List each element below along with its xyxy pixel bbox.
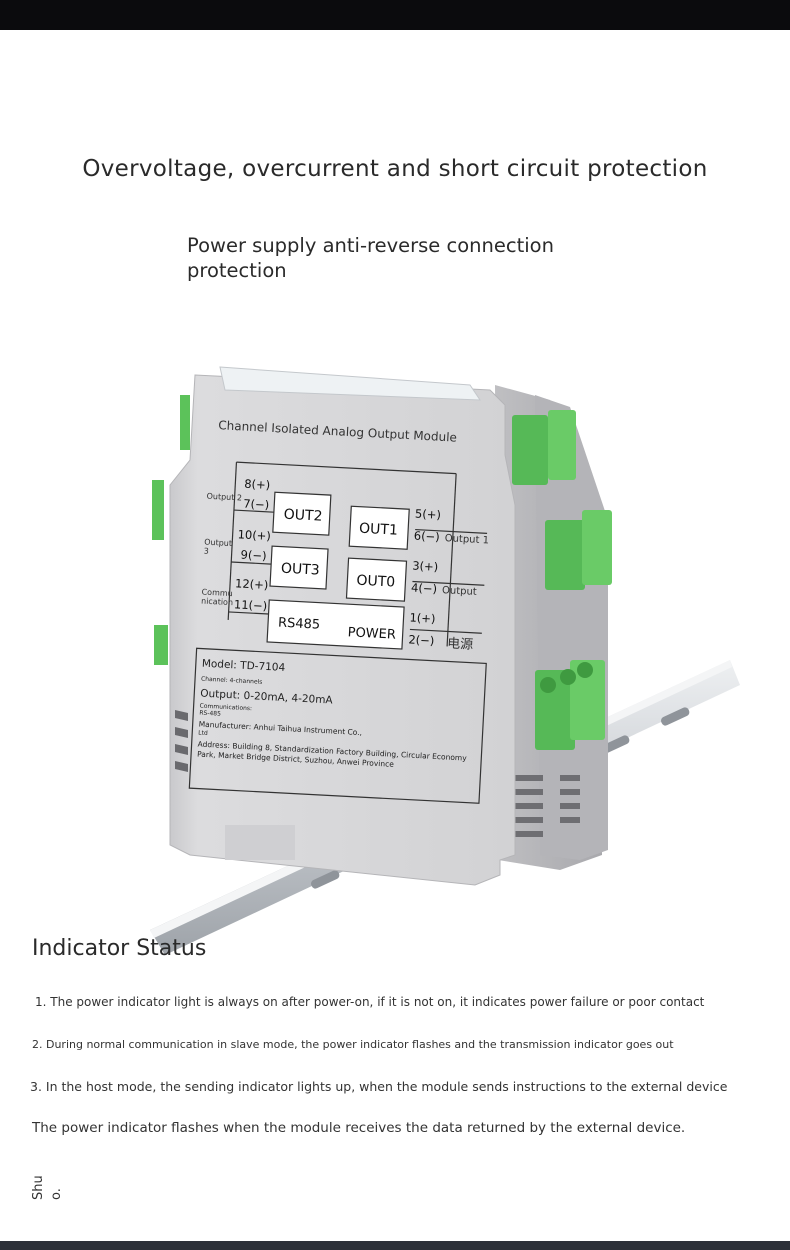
- power-cn-label: 电源: [447, 636, 474, 652]
- rs485-power-block: [266, 599, 405, 650]
- output0-side-label: Output: [442, 585, 477, 598]
- terminal-12: 12(+): [235, 576, 269, 592]
- comm-label-text: Communications:: [199, 703, 252, 713]
- power-label: POWER: [347, 625, 396, 643]
- out0-block: [345, 557, 408, 602]
- comm-side-label-a: Commu: [201, 588, 233, 599]
- out1-label: OUT1: [359, 521, 399, 539]
- comm-side-label-b: nication: [201, 596, 233, 607]
- output1-side-label: Output 1: [444, 533, 489, 546]
- indicator-note-2: 2. During normal communication in slave …: [32, 1038, 674, 1051]
- out3-label: OUT3: [281, 561, 321, 579]
- bottom-bar: [0, 1241, 790, 1250]
- output3-side-label-b: 3: [204, 547, 210, 556]
- headline: Overvoltage, overcurrent and short circu…: [82, 156, 708, 182]
- vertical-text-line-1: Shu: [31, 1175, 46, 1200]
- product-image: Channel Isolated Analog Output Module OU…: [150, 366, 740, 955]
- info-plate: [188, 647, 487, 804]
- vertical-text-line-2: o.: [49, 1188, 64, 1200]
- terminal-4: 4(−): [411, 580, 438, 595]
- indicator-note-1: 1. The power indicator light is always o…: [35, 995, 705, 1009]
- indicator-note-4: The power indicator flashes when the mod…: [32, 1120, 686, 1136]
- indicator-note-3: 3. In the host mode, the sending indicat…: [30, 1079, 728, 1094]
- model-text: Model: TD-7104: [202, 658, 286, 674]
- terminal-9: 9(−): [240, 547, 267, 562]
- terminal-1: 1(+): [409, 610, 436, 625]
- subline: Power supply anti-reverse connection pro…: [187, 234, 554, 282]
- out2-label: OUT2: [283, 507, 323, 525]
- terminal-10: 10(+): [237, 527, 271, 543]
- rs485-label: RS485: [278, 616, 321, 633]
- terminal-8: 8(+): [244, 477, 271, 492]
- terminal-3: 3(+): [412, 558, 439, 573]
- out2-block: [272, 491, 332, 536]
- terminal-6: 6(−): [413, 529, 440, 544]
- terminal-7: 7(−): [243, 497, 270, 512]
- indicator-status-title: Indicator Status: [32, 936, 207, 961]
- out3-block: [269, 545, 329, 590]
- terminal-blocks: [152, 395, 612, 750]
- out0-label: OUT0: [356, 573, 396, 591]
- terminal-2: 2(−): [408, 632, 435, 647]
- top-bar: [0, 0, 790, 30]
- output3-side-label-a: Output: [204, 538, 232, 548]
- channel-text: Channel: 4-channels: [201, 676, 263, 686]
- out1-block: [348, 505, 410, 550]
- output2-side-label: Output 2: [206, 492, 242, 503]
- vertical-text: Shu o.: [30, 1160, 66, 1200]
- terminal-5: 5(+): [415, 507, 442, 522]
- manufacturer-text-b: Ltd: [198, 730, 208, 737]
- comm-value-text: RS-485: [199, 710, 221, 718]
- terminal-11: 11(−): [234, 597, 268, 613]
